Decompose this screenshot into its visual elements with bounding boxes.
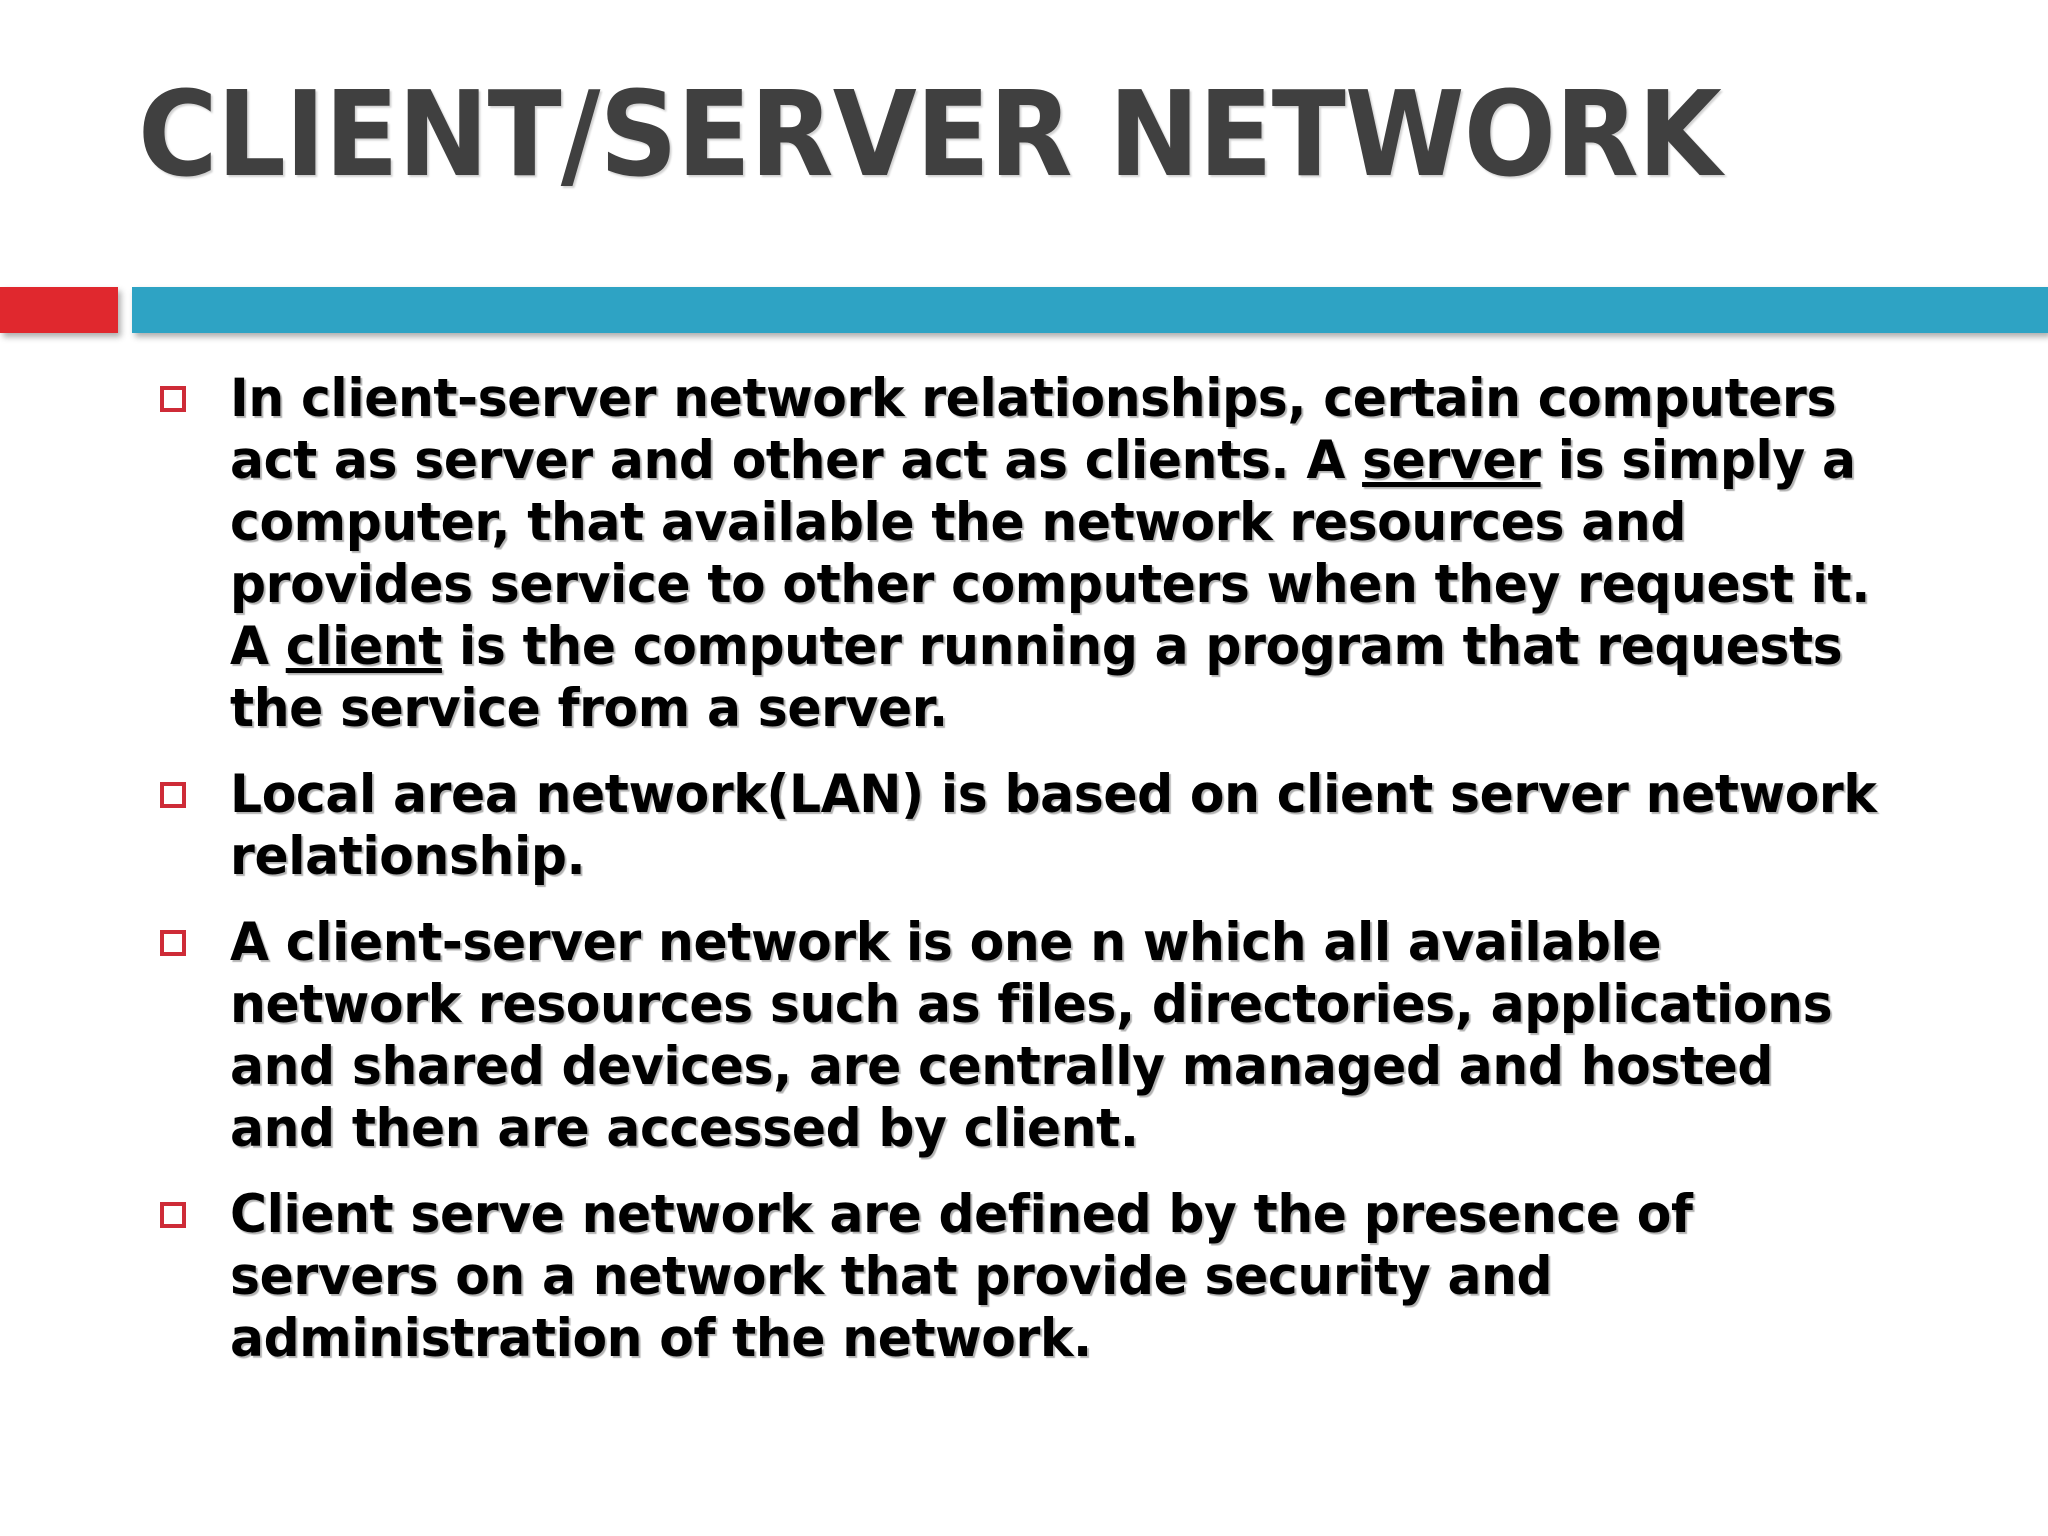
accent-bar-red [0,287,118,333]
text-run: Local area network(LAN) is based on clie… [230,764,1877,887]
bullet-text: In client-server network relationships, … [230,368,1881,740]
bullet-square-icon [160,930,186,956]
accent-bar-blue [132,287,2048,333]
bullet-square-icon [160,386,186,412]
bullet-text: Local area network(LAN) is based on clie… [230,764,1881,888]
list-item: Client serve network are defined by the … [0,1184,2048,1370]
text-run: A client-server network is one n which a… [230,912,1833,1159]
text-run: Client serve network are defined by the … [230,1184,1693,1369]
text-run: In client-server network relationships, … [230,368,1837,491]
title-area: CLIENT/SERVER NETWORK [0,0,2048,268]
bullet-text: Client serve network are defined by the … [230,1184,1881,1370]
accent-bar-row [0,287,2048,333]
list-item: In client-server network relationships, … [0,368,2048,740]
body-content: In client-server network relationships, … [0,368,2048,1468]
emphasized-term: client [285,616,443,677]
page-title: CLIENT/SERVER NETWORK [138,65,1722,203]
bullet-square-icon [160,1202,186,1228]
bullet-text: A client-server network is one n which a… [230,912,1881,1160]
list-item: A client-server network is one n which a… [0,912,2048,1160]
text-run: is the computer running a program that r… [230,616,1843,739]
text-run: is simply a computer, that available the… [230,430,1870,677]
bullet-square-icon [160,782,186,808]
list-item: Local area network(LAN) is based on clie… [0,764,2048,888]
emphasized-term: server [1362,430,1541,491]
bullet-list: In client-server network relationships, … [0,368,2048,1370]
